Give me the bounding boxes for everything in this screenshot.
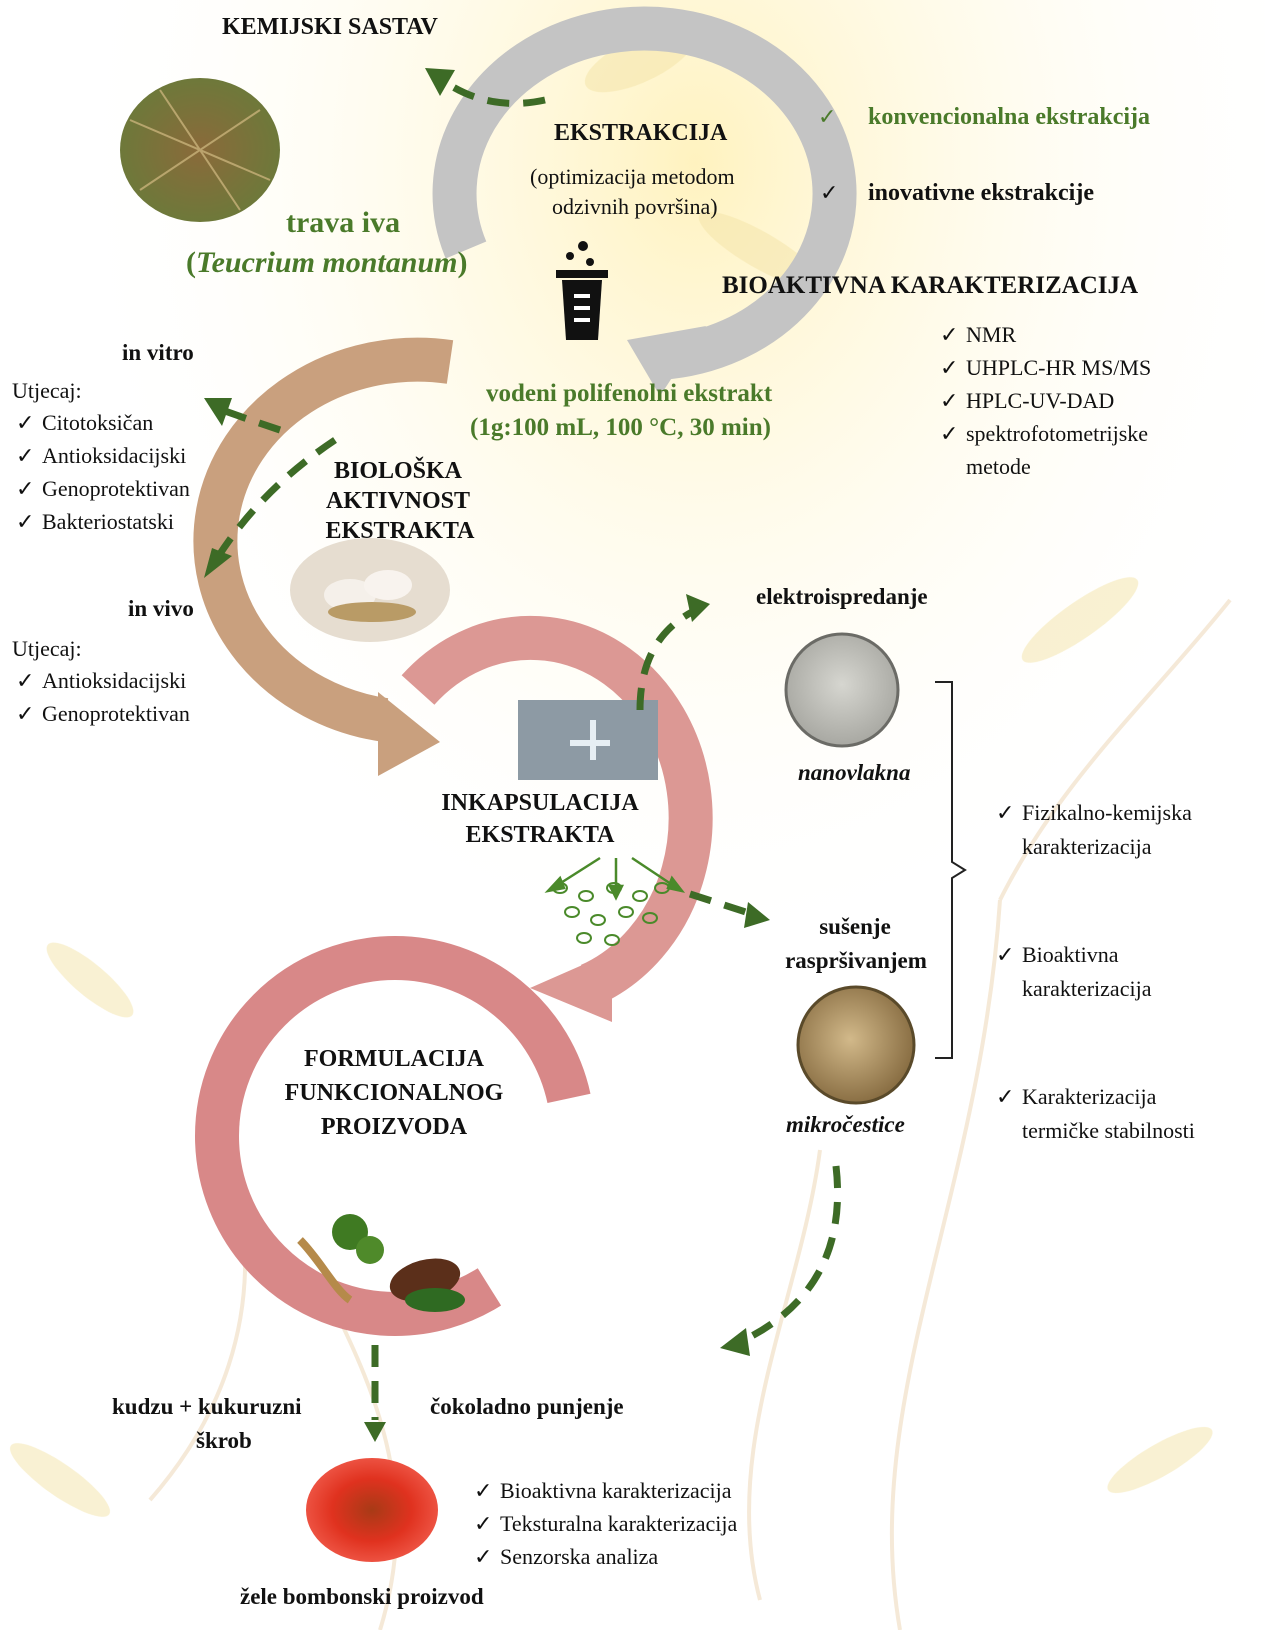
check-icon: ✓ xyxy=(940,421,959,446)
in-vivo-title: in vivo xyxy=(128,596,194,621)
chemical-composition-label: KEMIJSKI SASTAV xyxy=(222,14,438,40)
electrospinning-label: elektroispredanje xyxy=(756,584,928,609)
check-icon: ✓ xyxy=(996,1084,1015,1109)
check-icon: ✓ xyxy=(16,668,35,693)
conventional-extraction-check: ✓ xyxy=(818,104,837,129)
bioactive-methods-list: ✓NMR ✓UHPLC-HR MS/MS ✓HPLC-UV-DAD ✓spekt… xyxy=(940,318,1151,483)
method-item: ✓HPLC-UV-DAD xyxy=(940,384,1151,417)
dried-herb-image xyxy=(120,78,280,222)
biological-activity-line3: EKSTRAKTA xyxy=(325,518,475,544)
biological-activity-line1: BIOLOŠKA xyxy=(333,458,463,484)
plant-latin-close-paren: ) xyxy=(457,246,468,279)
spray-drying-line2: raspršivanjem xyxy=(785,948,927,973)
check-icon: ✓ xyxy=(996,942,1015,967)
formulation-title-line2: FUNKCIONALNOG xyxy=(284,1080,504,1106)
plant-common-name: trava iva xyxy=(286,206,401,239)
check-icon: ✓ xyxy=(474,1478,493,1503)
kudzu-corn-starch-line2: škrob xyxy=(196,1428,252,1453)
check-icon: ✓ xyxy=(940,355,959,380)
plant-latin-open-paren: ( xyxy=(186,246,196,279)
check-icon: ✓ xyxy=(16,443,35,468)
check-icon: ✓ xyxy=(474,1511,493,1536)
in-vitro-item: ✓Citotoksičan xyxy=(16,406,190,439)
encapsulation-title-line1: INKAPSULACIJA xyxy=(441,790,639,816)
check-icon: ✓ xyxy=(940,322,959,347)
encapsulation-title-line2: EKSTRAKTA xyxy=(465,822,615,848)
bioactive-characterization-title: BIOAKTIVNA KARAKTERIZACIJA xyxy=(722,272,1139,299)
microparticle-powder-image xyxy=(796,985,916,1105)
in-vivo-list: ✓Antioksidacijski ✓Genoprotektivan xyxy=(16,664,190,730)
chocolate-filling-label: čokoladno punjenje xyxy=(430,1394,624,1419)
in-vitro-title: in vitro xyxy=(122,340,194,365)
formulation-title-line3: PROIZVODA xyxy=(320,1114,468,1140)
background-plant-decoration xyxy=(148,598,1232,1630)
in-vivo-item: ✓Genoprotektivan xyxy=(16,697,190,730)
method-item: ✓UHPLC-HR MS/MS xyxy=(940,351,1151,384)
kudzu-corn-starch-line1: kudzu + kukuruzni xyxy=(112,1394,302,1419)
extraction-subtitle-line2: odzivnih površina) xyxy=(552,194,718,219)
lab-mice-image xyxy=(290,538,450,642)
final-product-analyses: ✓Bioaktivna karakterizacija ✓Teksturalna… xyxy=(474,1474,737,1573)
microparticles-label: mikročestice xyxy=(786,1112,905,1137)
check-icon: ✓ xyxy=(16,410,35,435)
in-vitro-item: ✓Bakteriostatski xyxy=(16,505,190,538)
analysis-item: ✓Teksturalna karakterizacija xyxy=(474,1507,737,1540)
kudzu-cocoa-image xyxy=(297,1214,465,1312)
thermal-stability-characterization: ✓Karakterizacija termičke stabilnosti xyxy=(996,1080,1195,1148)
characterization-bracket xyxy=(935,681,967,1059)
biological-activity-cycle-arrow xyxy=(193,337,454,776)
check-icon: ✓ xyxy=(16,701,35,726)
electrospinning-image xyxy=(518,700,658,780)
in-vivo-item: ✓Antioksidacijski xyxy=(16,664,190,697)
in-vitro-item: ✓Genoprotektivan xyxy=(16,472,190,505)
final-product-name: žele bombonski proizvod xyxy=(240,1584,484,1609)
in-vivo-effect-label: Utjecaj: xyxy=(12,636,82,661)
in-vitro-list: ✓Citotoksičan ✓Antioksidacijski ✓Genopro… xyxy=(16,406,190,538)
nanofiber-disc-image xyxy=(784,632,900,748)
method-item: ✓spektrofotometrijske xyxy=(940,417,1151,450)
extraction-cycle-arrow xyxy=(432,6,857,396)
physicochemical-characterization: ✓Fizikalno-kemijska karakterizacija xyxy=(996,796,1192,864)
bioactive-characterization-item: ✓Bioaktivna karakterizacija xyxy=(996,938,1151,1006)
innovative-extraction-check: ✓ xyxy=(820,180,839,205)
encapsulation-cycle-arrow xyxy=(401,615,713,1022)
plant-latin-italic: Teucrium montanum xyxy=(196,246,458,279)
formulation-cycle-arrow xyxy=(195,936,595,1336)
dashed-flow-arrows xyxy=(213,79,842,1420)
analysis-item: ✓Bioaktivna karakterizacija xyxy=(474,1474,737,1507)
dashed-arrow-heads xyxy=(204,68,770,1442)
check-icon: ✓ xyxy=(16,476,35,501)
check-icon: ✓ xyxy=(940,388,959,413)
spray-drying-line1: sušenje xyxy=(819,914,891,939)
method-item: ✓NMR xyxy=(940,318,1151,351)
extract-conditions-label: (1g:100 mL, 100 °C, 30 min) xyxy=(470,414,771,441)
nanofibers-label: nanovlakna xyxy=(798,760,911,785)
check-icon: ✓ xyxy=(996,800,1015,825)
in-vitro-item: ✓Antioksidacijski xyxy=(16,439,190,472)
formulation-title-line1: FORMULACIJA xyxy=(304,1046,484,1072)
check-icon: ✓ xyxy=(474,1544,493,1569)
analysis-item: ✓Senzorska analiza xyxy=(474,1540,737,1573)
extraction-title: EKSTRAKCIJA xyxy=(554,120,728,146)
aqueous-extract-label: vodeni polifenolni ekstrakt xyxy=(486,380,773,407)
in-vitro-effect-label: Utjecaj: xyxy=(12,378,82,403)
plant-latin-name: (Teucrium montanum) xyxy=(186,246,467,281)
method-item: metode xyxy=(966,454,1031,479)
jelly-candy-image xyxy=(306,1458,438,1562)
beaker-icon xyxy=(556,241,608,340)
encapsulation-branch-arrows xyxy=(544,856,686,901)
extraction-subtitle-line1: (optimizacija metodom xyxy=(530,164,735,189)
check-icon: ✓ xyxy=(16,509,35,534)
conventional-extraction-label: konvencionalna ekstrakcija xyxy=(868,104,1151,130)
biological-activity-line2: AKTIVNOST xyxy=(325,488,471,514)
innovative-extraction-label: inovativne ekstrakcije xyxy=(868,180,1094,206)
